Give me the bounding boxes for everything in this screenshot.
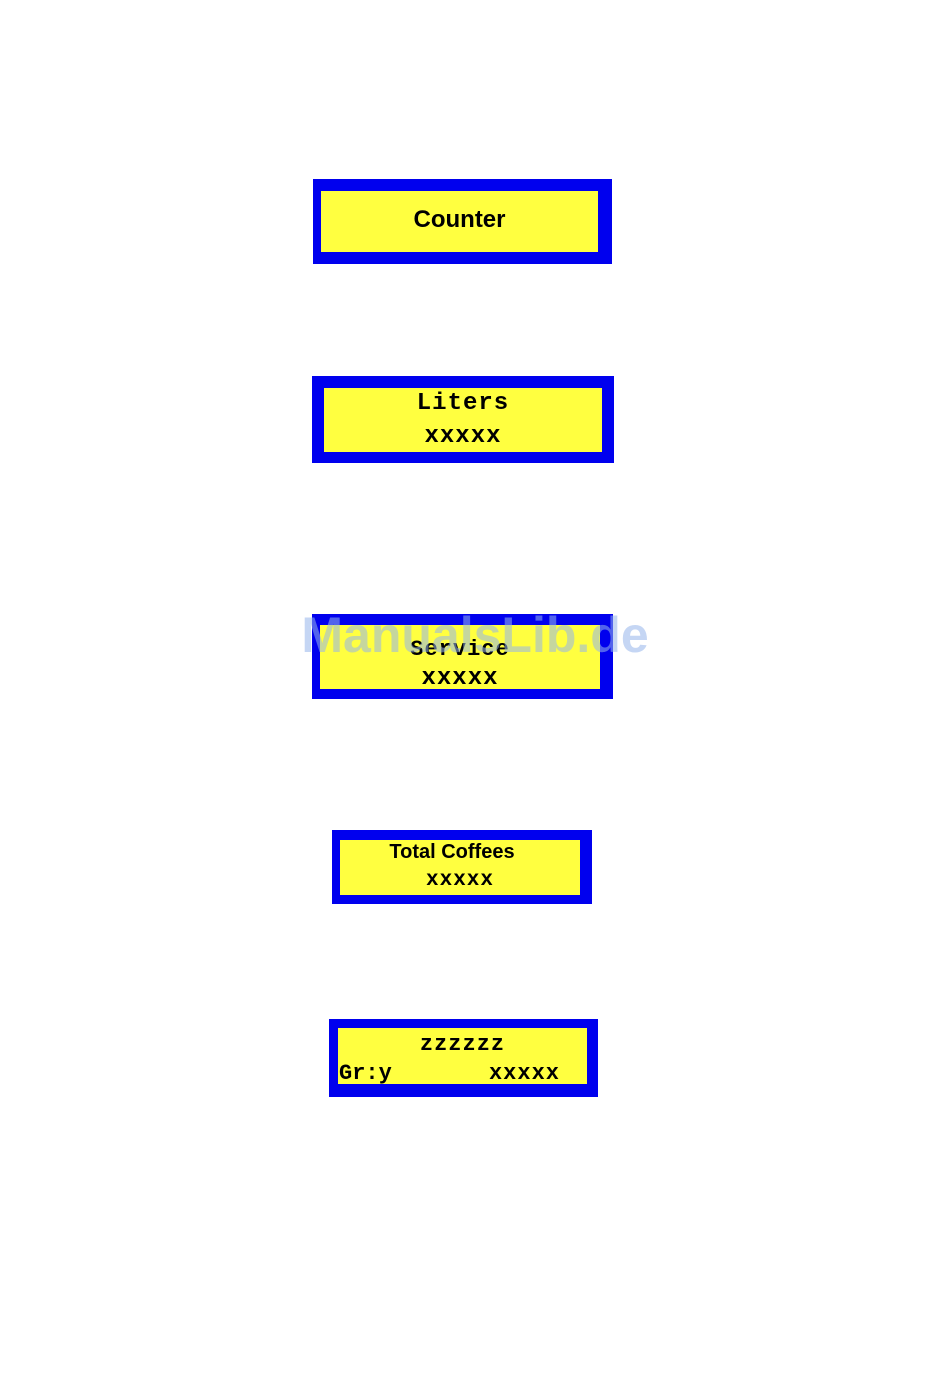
lcd-display-counter: Counter <box>313 179 612 264</box>
lcd-line-1: Liters <box>324 390 602 417</box>
lcd-line-2: xxxxx <box>324 423 602 450</box>
lcd-display-grinder: zzzzzz Gr:y xxxxx <box>329 1019 598 1097</box>
lcd-display-liters: Liters xxxxx <box>312 376 614 463</box>
lcd-line-2-right: xxxxx <box>489 1061 560 1086</box>
lcd-display-total-coffees: Total Coffees xxxxx <box>332 830 592 904</box>
lcd-line-2-left: Gr:y <box>339 1061 392 1086</box>
lcd-line-1: Counter <box>321 206 598 234</box>
lcd-line-1: zzzzzz <box>338 1032 587 1057</box>
lcd-line-1: Total Coffees <box>340 841 564 864</box>
watermark: ManualsLib.de <box>0 606 950 664</box>
lcd-line-2: xxxxx <box>340 869 580 892</box>
lcd-line-2: xxxxx <box>320 665 600 692</box>
